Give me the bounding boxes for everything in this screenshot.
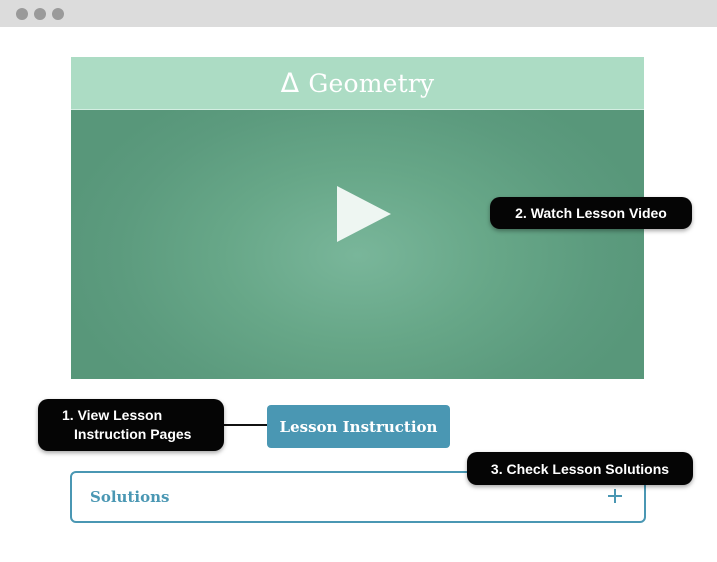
callout-check-solutions-text: 3. Check Lesson Solutions	[490, 460, 670, 477]
course-title: Geometry	[308, 68, 435, 98]
video-card: Δ Geometry	[71, 57, 644, 379]
callout-view-instruction: 1. View Lesson Instruction Pages	[38, 399, 224, 451]
plus-icon[interactable]	[608, 489, 622, 503]
play-icon[interactable]	[337, 186, 391, 242]
callout-watch-video: 2. Watch Lesson Video	[490, 197, 692, 229]
callout-view-instruction-line1: 1. View Lesson	[62, 407, 163, 423]
lesson-instruction-button[interactable]: Lesson Instruction	[267, 405, 450, 448]
window-control-dot[interactable]	[34, 8, 46, 20]
callout-check-solutions: 3. Check Lesson Solutions	[467, 452, 693, 485]
callout-connector-line	[224, 424, 268, 426]
callout-view-instruction-line2: Instruction Pages	[74, 426, 192, 442]
window-titlebar	[0, 0, 717, 27]
window-control-dot[interactable]	[16, 8, 28, 20]
solutions-accordion[interactable]: Solutions	[70, 471, 646, 523]
delta-logo-icon: Δ	[280, 67, 300, 99]
callout-watch-video-text: 2. Watch Lesson Video	[515, 205, 667, 221]
video-title-bar: Δ Geometry	[71, 57, 644, 110]
solutions-label: Solutions	[90, 488, 170, 506]
video-player[interactable]	[71, 110, 644, 379]
window-control-dot[interactable]	[52, 8, 64, 20]
